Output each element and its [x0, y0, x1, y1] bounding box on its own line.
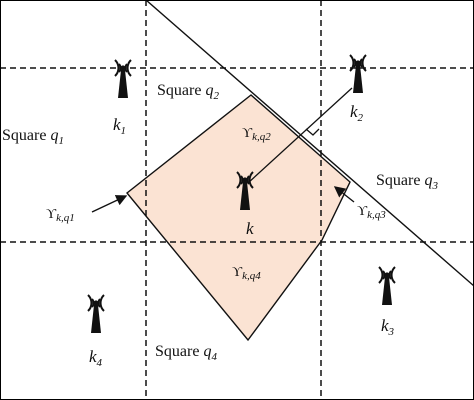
antenna-tower-icon-k3 [378, 266, 396, 306]
node-label-k: k [246, 219, 254, 238]
node-label-k2: k2 [350, 102, 364, 124]
node-label-k1: k1 [113, 115, 126, 137]
node-label-k3: k3 [381, 316, 395, 338]
region-label-k-q3: ϒk,q3 [357, 204, 386, 221]
square-label-q1: Square q1 [2, 127, 64, 147]
square-label-q3: Square q3 [376, 172, 438, 192]
square-label-q4: Square q4 [155, 343, 217, 363]
region-polygon [126, 94, 351, 342]
antenna-tower-icon-k4 [87, 294, 105, 334]
arrow-to-region-q1 [91, 195, 128, 213]
region-label-k-q4: ϒk,q4 [232, 265, 261, 282]
diagonal-boundary-line [145, 0, 474, 287]
square-label-q2: Square q2 [157, 82, 219, 102]
arrow-to-region-q3 [333, 186, 355, 203]
region-label-k-q1: ϒk,q1 [46, 207, 75, 224]
antenna-tower-icon-k2 [349, 54, 367, 94]
antenna-tower-icon-k1 [114, 59, 132, 99]
connector-k-k2 [247, 87, 353, 184]
region-label-k-q2: ϒk,q2 [242, 126, 271, 143]
right-angle-mark [305, 128, 320, 136]
node-label-k4: k4 [89, 347, 103, 369]
